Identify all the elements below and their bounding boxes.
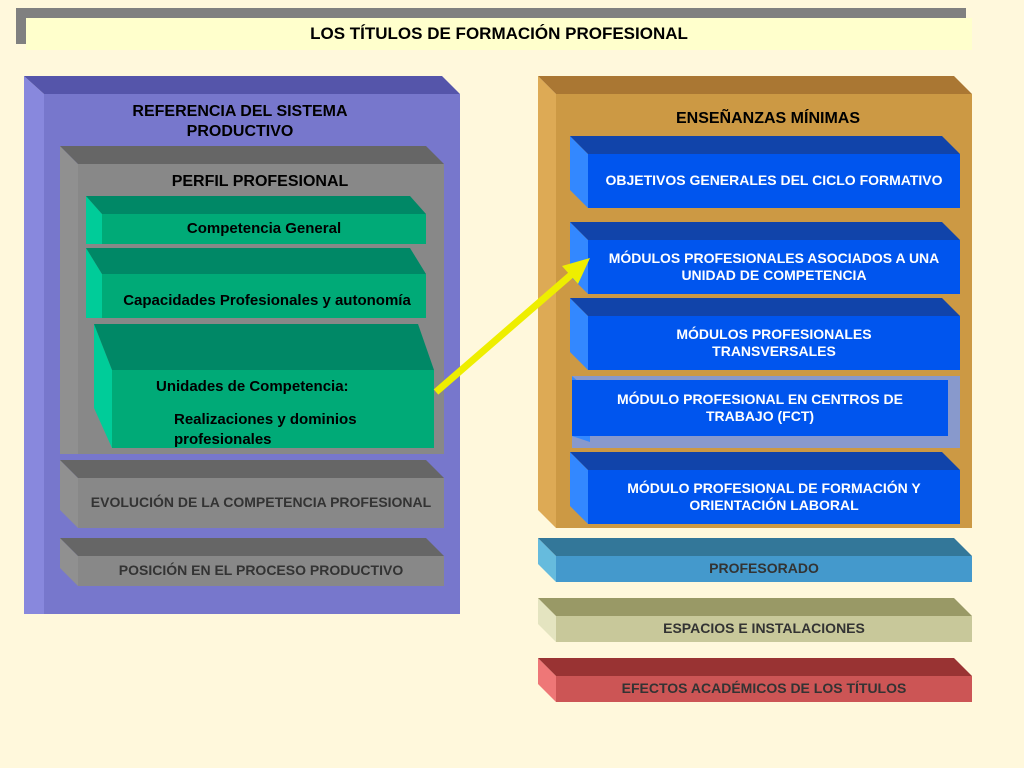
competencia-general-box bbox=[86, 196, 426, 244]
blue-box-1 bbox=[570, 136, 960, 208]
modulos-asociados-label: MÓDULOS PROFESIONALES ASOCIADOS A UNA UN… bbox=[608, 249, 940, 284]
connector-arrow bbox=[433, 258, 590, 395]
modulo-fol-label: MÓDULO PROFESIONAL DE FORMACIÓN Y ORIENT… bbox=[627, 479, 921, 514]
left-panel-heading: REFERENCIA DEL SISTEMA PRODUCTIVO bbox=[132, 103, 348, 140]
evolucion-box bbox=[60, 460, 444, 528]
blue-box-4 bbox=[572, 376, 960, 448]
right-panel-heading: ENSEÑANZAS MÍNIMAS bbox=[675, 110, 860, 127]
unidades-title: Unidades de Competencia: bbox=[156, 378, 349, 395]
objetivos-label: OBJETIVOS GENERALES DEL CICLO FORMATIVO bbox=[605, 172, 943, 189]
blue-box-3 bbox=[570, 298, 960, 370]
competencia-general-label: Competencia General bbox=[186, 219, 342, 237]
evolucion-label: EVOLUCIÓN DE LA COMPETENCIA PROFESIONAL bbox=[90, 494, 432, 511]
unidades-box bbox=[94, 324, 434, 448]
page-title: LOS TÍTULOS DE FORMACIÓN PROFESIONAL bbox=[26, 18, 972, 50]
profesorado-label: PROFESORADO bbox=[709, 560, 819, 577]
profesorado-box bbox=[538, 538, 972, 582]
espacios-box bbox=[538, 598, 972, 642]
blue-box-2 bbox=[570, 222, 960, 294]
blue-box-5 bbox=[570, 452, 960, 524]
efectos-box bbox=[538, 658, 972, 702]
unidades-sub: Realizaciones y dominios profesionales bbox=[174, 411, 357, 449]
perfil-heading: PERFIL PROFESIONAL bbox=[171, 173, 349, 190]
capacidades-label: Capacidades Profesionales y autonomía bbox=[123, 291, 411, 309]
posicion-label: POSICIÓN EN EL PROCESO PRODUCTIVO bbox=[118, 562, 404, 579]
posicion-box bbox=[60, 538, 444, 586]
efectos-label: EFECTOS ACADÉMICOS DE LOS TÍTULOS bbox=[621, 680, 907, 697]
modulos-transversales-label: MÓDULOS PROFESIONALES TRANSVERSALES bbox=[676, 325, 872, 360]
capacidades-box bbox=[86, 248, 426, 318]
modulo-fct-label: MÓDULO PROFESIONAL EN CENTROS DE TRABAJO… bbox=[617, 390, 903, 425]
espacios-label: ESPACIOS E INSTALACIONES bbox=[663, 620, 865, 637]
